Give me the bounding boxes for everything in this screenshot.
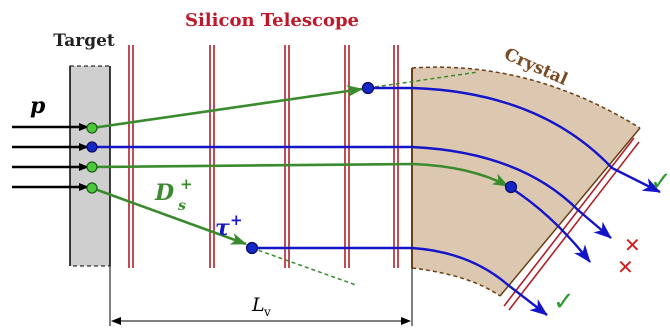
meson-label: D s + <box>154 175 193 214</box>
green-tracks <box>91 85 509 246</box>
silicon-plane-6a <box>503 137 635 307</box>
green-extrap-lower <box>251 247 357 286</box>
hit-points <box>86 81 518 255</box>
blue-point-crystal <box>504 180 518 194</box>
length-label: L v <box>251 294 271 319</box>
green-track-upper <box>91 85 363 130</box>
blue-point-upper <box>361 81 375 95</box>
meson-sub: s <box>178 198 186 214</box>
blue-point-1 <box>86 141 98 153</box>
blue-track-lower <box>252 246 548 316</box>
blue-track-upper <box>368 86 661 194</box>
crystal-bottom-edge <box>411 267 501 297</box>
meson-base: D <box>154 180 174 206</box>
cross-mark-1: ✕ <box>624 233 641 257</box>
crystal-exit-face <box>499 127 641 297</box>
target-label: Target <box>53 31 115 51</box>
tau-sup: + <box>230 211 243 229</box>
crystal-body <box>412 67 640 296</box>
green-point-1 <box>86 122 98 134</box>
beam-label: p <box>30 93 46 119</box>
blue-track-decay <box>510 186 591 263</box>
green-extrap-upper <box>367 71 479 89</box>
length-sub: v <box>263 305 271 319</box>
telescope-title: Silicon Telescope <box>185 10 359 31</box>
cross-mark-2: ✕ <box>617 255 634 279</box>
green-track-middle <box>91 162 509 188</box>
green-point-3 <box>86 182 98 194</box>
proton-beam <box>12 123 89 191</box>
meson-sup: + <box>180 175 193 193</box>
green-extrapolations <box>251 71 479 286</box>
length-dimension <box>109 266 413 326</box>
length-base: L <box>251 294 265 316</box>
tau-label: τ + <box>215 211 243 241</box>
green-track-lower <box>91 186 247 246</box>
tau-base: τ <box>215 215 230 241</box>
crystal-top-edge <box>411 66 641 129</box>
check-mark-upper: ✓ <box>650 167 670 197</box>
blue-tracks <box>92 86 661 316</box>
blue-track-central <box>92 145 612 239</box>
blue-point-tau <box>245 241 259 255</box>
green-point-2 <box>86 161 98 173</box>
check-mark-lower: ✓ <box>553 287 575 317</box>
